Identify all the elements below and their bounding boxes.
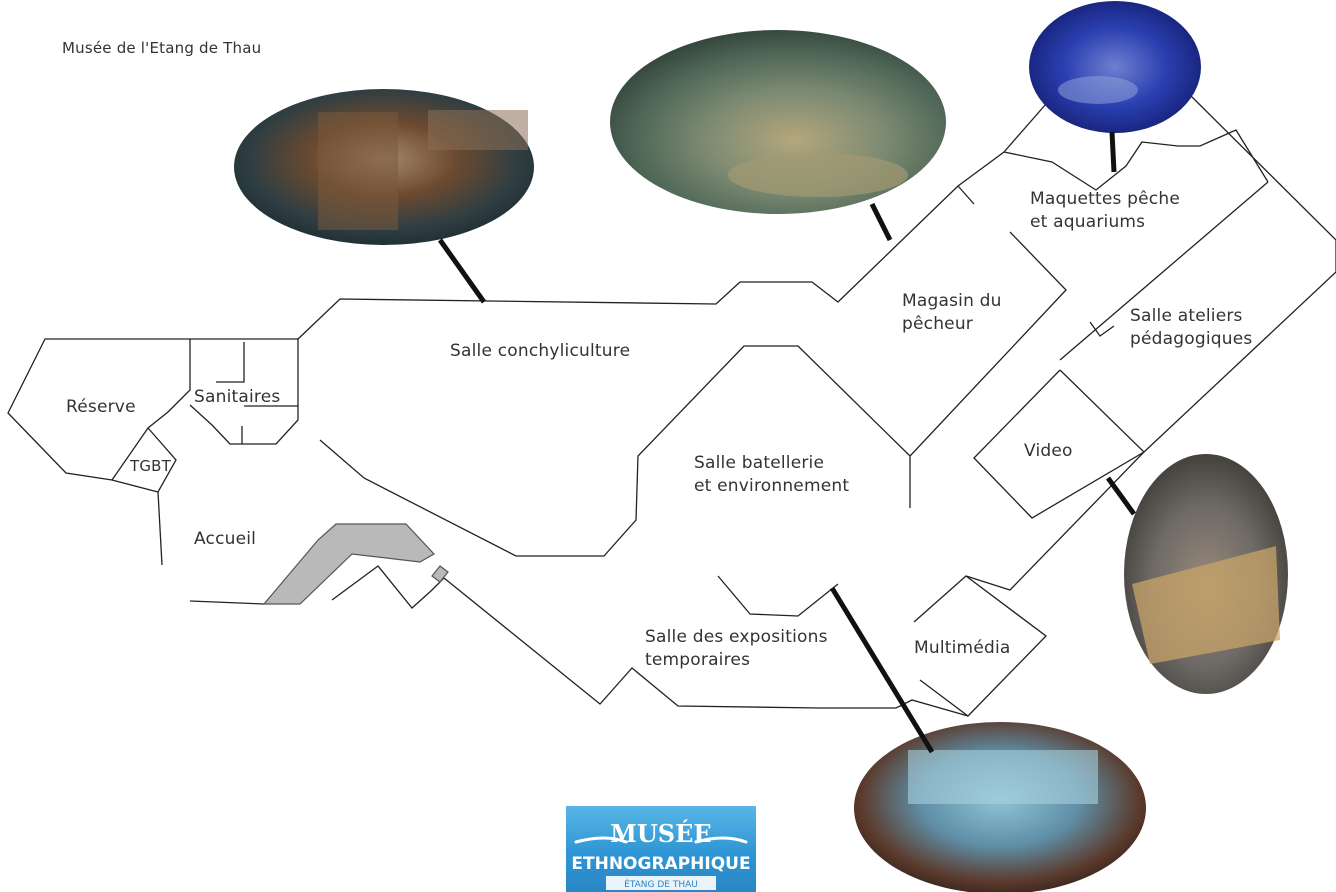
fish-shape bbox=[1058, 76, 1138, 104]
expositions-inner bbox=[717, 575, 839, 617]
room-label-ateliers: Salle ateliers pédagogiques bbox=[1130, 306, 1253, 349]
south-wall bbox=[189, 600, 265, 605]
room-label-expositions: Salle des expositions temporaires bbox=[645, 627, 828, 670]
video-pointer bbox=[1105, 476, 1137, 516]
room-label-tgbt: TGBT bbox=[130, 457, 172, 475]
boat-basin-shape bbox=[728, 153, 908, 197]
expositions-wall bbox=[443, 577, 969, 717]
aquarium-photo bbox=[1029, 1, 1201, 133]
lagoon-map-shape bbox=[908, 750, 1098, 804]
multimedia-wall bbox=[913, 451, 1145, 623]
logo-line1: MUSÉE bbox=[610, 819, 711, 848]
room-label-conchyliculture: Salle conchyliculture bbox=[450, 341, 631, 361]
pointers bbox=[437, 131, 1137, 754]
aquarium-pointer bbox=[1109, 131, 1117, 173]
video-room bbox=[973, 369, 1146, 519]
multimedia-room bbox=[919, 575, 1047, 717]
magasin-east-wall bbox=[909, 231, 1067, 508]
ateliers-north-diag bbox=[1059, 181, 1269, 361]
maquettes-wall-left bbox=[957, 185, 975, 205]
expositions-photo bbox=[854, 722, 1146, 892]
room-label-accueil: Accueil bbox=[194, 529, 257, 549]
accueil-counter bbox=[262, 523, 435, 605]
batellerie-pointer bbox=[869, 202, 893, 242]
logo-line2: ETHNOGRAPHIQUE bbox=[571, 854, 750, 874]
room-label-video: Video bbox=[1024, 441, 1073, 461]
ateliers-door bbox=[1089, 321, 1115, 337]
sanitaires-partition-1 bbox=[216, 342, 245, 383]
room-label-sanitaires: Sanitaires bbox=[194, 387, 281, 407]
photos bbox=[234, 1, 1288, 892]
ateliers-east-wall bbox=[1143, 240, 1336, 453]
walkway-shape bbox=[428, 110, 528, 150]
room-label-reserve: Réserve bbox=[66, 397, 136, 417]
tgbt-stub bbox=[157, 491, 163, 566]
musee-ethnographique-logo: MUSÉE ETHNOGRAPHIQUE ÉTANG DE THAU bbox=[566, 806, 756, 892]
north-wall bbox=[297, 87, 1061, 340]
expositions-pointer bbox=[829, 586, 935, 754]
aquarium-wall-right bbox=[1189, 94, 1336, 241]
walls bbox=[7, 87, 1336, 717]
room-label-batellerie: Salle batellerie et environnement bbox=[694, 453, 850, 496]
logo-line3: ÉTANG DE THAU bbox=[624, 878, 698, 890]
room-label-multimedia: Multimédia bbox=[914, 638, 1011, 658]
tiered-seating-shape bbox=[1132, 546, 1280, 664]
batellerie-wall bbox=[319, 345, 911, 557]
logo-artwork: MUSÉE ETHNOGRAPHIQUE ÉTANG DE THAU bbox=[571, 819, 751, 890]
room-label-maquettes: Maquettes pêche et aquariums bbox=[1030, 189, 1180, 232]
tgbt-wall bbox=[111, 427, 149, 481]
maquettes-north-wall bbox=[1003, 129, 1269, 191]
oyster-table-shape bbox=[318, 112, 398, 230]
room-label-magasin: Magasin du pêcheur bbox=[902, 291, 1002, 334]
accueil-corridor bbox=[331, 565, 445, 609]
page-title: Musée de l'Etang de Thau bbox=[62, 39, 262, 57]
accueil-small-counter bbox=[431, 565, 449, 583]
conchyliculture-pointer bbox=[437, 238, 487, 304]
